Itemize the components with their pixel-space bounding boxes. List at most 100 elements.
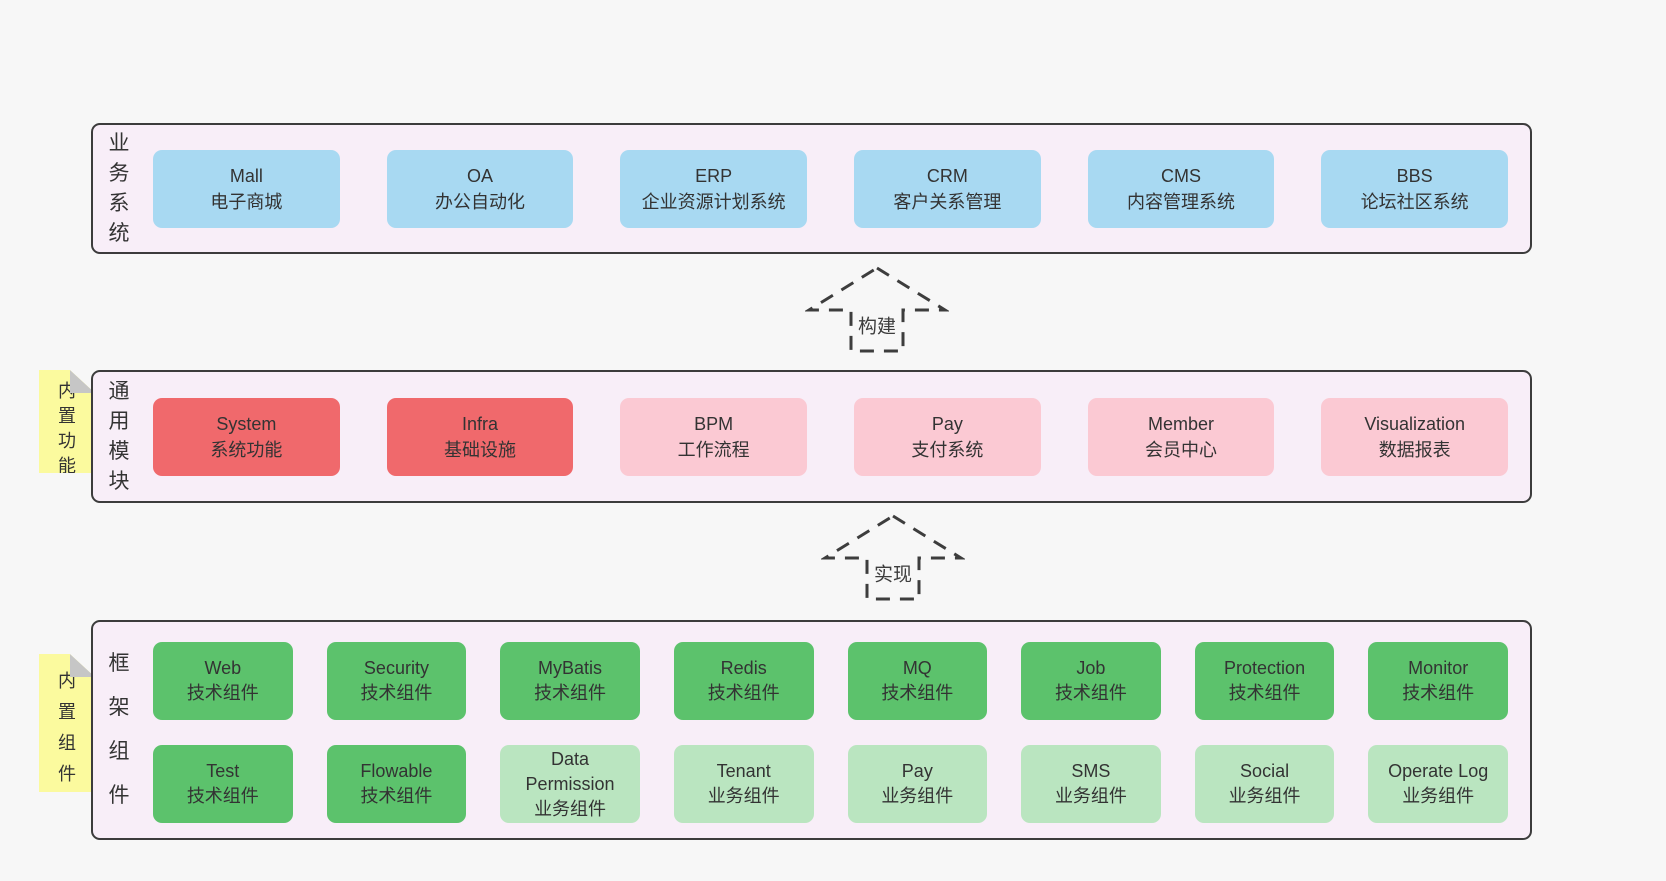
node-label-zh: 基础设施 [444, 439, 516, 460]
node-label-zh: 业务组件 [534, 798, 607, 819]
node-label-zh: 支付系统 [911, 439, 984, 460]
node-operate-log: Operate Log 业务组件 [1368, 745, 1508, 823]
node-oa: OA 办公自动化 [386, 149, 574, 228]
note-text: 内置功能 [58, 380, 76, 476]
node-label-en: Security [363, 658, 429, 678]
node-web: Web 技术组件 [153, 642, 293, 720]
band-business-systems: 业务系统 Mall 电子商城 OA 办公自动化 ERP 企业资源计划系统 CRM… [91, 123, 1532, 254]
node-security: Security 技术组件 [326, 642, 467, 720]
node-label-zh: 技术组件 [1054, 683, 1127, 703]
node-label-zh: 业务组件 [881, 786, 954, 806]
note-text: 内置组件 [58, 671, 76, 784]
node-label-en: OA [467, 165, 494, 186]
node-label-en: Pay [931, 413, 963, 434]
node-label-en: System [216, 413, 277, 434]
node-label-zh: 会员中心 [1145, 439, 1218, 460]
node-label-en: Mall [229, 165, 263, 186]
node-pay-component: Pay 业务组件 [847, 745, 988, 823]
note-built-in-components: 内置组件 [39, 654, 95, 792]
node-label-zh: 技术组件 [1402, 683, 1475, 703]
node-mybatis: MyBatis 技术组件 [500, 642, 640, 720]
node-monitor: Monitor 技术组件 [1368, 642, 1508, 720]
arrow-label-implement: 实现 [869, 558, 917, 588]
node-protection: Protection 技术组件 [1194, 642, 1335, 720]
node-label-zh: 技术组件 [881, 683, 954, 703]
node-label-en: Test [206, 761, 240, 781]
node-label-en: Job [1076, 658, 1106, 678]
node-member: Member 会员中心 [1087, 397, 1275, 476]
node-label-en: MQ [902, 658, 932, 678]
node-label-en: CMS [1161, 165, 1202, 186]
node-mall: Mall 电子商城 [153, 149, 340, 228]
node-crm: CRM 客户关系管理 [854, 149, 1041, 228]
node-flowable: Flowable 技术组件 [326, 745, 467, 823]
node-test: Test 技术组件 [153, 745, 293, 823]
node-label-zh: 电子商城 [210, 191, 283, 212]
node-mq: MQ 技术组件 [847, 642, 988, 720]
note-built-in-features: 内置功能 [39, 370, 95, 473]
node-label-zh: 技术组件 [360, 786, 433, 806]
node-label-en: Protection [1224, 658, 1306, 678]
node-job: Job 技术组件 [1021, 642, 1161, 720]
node-label-en: Tenant [716, 761, 771, 781]
node-bpm: BPM 工作流程 [620, 397, 808, 476]
node-label-en: MyBatis [538, 658, 603, 678]
node-label-zh: 系统功能 [210, 439, 283, 460]
node-label-zh: 数据报表 [1378, 439, 1451, 460]
node-label-en: Social [1240, 761, 1290, 781]
node-erp: ERP 企业资源计划系统 [620, 149, 808, 228]
node-label-zh: 业务组件 [1402, 786, 1475, 806]
arrow-label-build: 构建 [853, 310, 901, 340]
node-label-en: Operate Log [1388, 761, 1489, 781]
node-redis: Redis 技术组件 [673, 642, 814, 720]
band-label-modules: 通用模块 [108, 379, 130, 493]
node-label-en: SMS [1071, 761, 1111, 781]
up-arrow-implement: 实现 [821, 512, 965, 602]
arrow-outline [805, 266, 949, 353]
node-tenant: Tenant 业务组件 [673, 745, 814, 823]
framework-node-grid: Web 技术组件 Security 技术组件 MyBatis 技术组件 Redi… [153, 642, 1508, 823]
node-system: System 系统功能 [153, 397, 340, 476]
node-label-zh: 工作流程 [677, 439, 750, 460]
node-label-en: Web [204, 658, 242, 678]
node-label-en: CRM [926, 165, 968, 186]
node-visualization: Visualization 数据报表 [1321, 397, 1509, 476]
node-label-zh: 办公自动化 [435, 191, 525, 212]
node-label-zh: 技术组件 [534, 683, 607, 703]
node-label-zh: 技术组件 [1228, 683, 1301, 703]
node-label-zh: 技术组件 [360, 683, 433, 703]
node-label-en: BBS [1396, 165, 1433, 186]
node-social: Social 业务组件 [1194, 745, 1335, 823]
band-framework-components: 框架组件 Web 技术组件 Security 技术组件 MyBatis 技术组件… [91, 620, 1532, 840]
band-common-modules: 通用模块 System 系统功能 Infra 基础设施 BPM 工作流程 Pay… [91, 370, 1532, 503]
node-label-en: Redis [720, 658, 767, 678]
node-label-zh: 企业资源计划系统 [641, 191, 786, 212]
node-pay-module: Pay 支付系统 [854, 397, 1041, 476]
business-node-row: Mall 电子商城 OA 办公自动化 ERP 企业资源计划系统 CRM 客户关系… [153, 125, 1509, 252]
node-label-en: Visualization [1364, 413, 1466, 434]
node-label-en: ERP [695, 165, 733, 186]
node-bbs: BBS 论坛社区系统 [1321, 149, 1509, 228]
node-label-zh: 技术组件 [186, 786, 259, 806]
node-label-zh: 论坛社区系统 [1360, 191, 1469, 212]
node-label-zh: 客户关系管理 [893, 191, 1002, 212]
node-label-zh: 技术组件 [186, 683, 259, 703]
node-label-en: Monitor [1408, 658, 1469, 678]
up-arrow-icon [821, 514, 965, 601]
node-label-zh: 业务组件 [707, 786, 780, 806]
node-label-en: BPM [694, 413, 734, 434]
arrow-outline [821, 514, 965, 601]
up-arrow-icon [805, 266, 949, 353]
node-label-en: Infra [461, 413, 499, 434]
node-data-permission: Data Permission 业务组件 [500, 745, 640, 823]
node-label-zh: 技术组件 [707, 683, 780, 703]
node-label-zh: 内容管理系统 [1127, 191, 1236, 212]
band-label-business: 业务系统 [108, 131, 130, 245]
node-label-en: Pay [901, 761, 933, 781]
node-label-zh: 业务组件 [1228, 786, 1301, 806]
modules-node-row: System 系统功能 Infra 基础设施 BPM 工作流程 Pay 支付系统… [153, 372, 1509, 501]
node-label-en: Flowable [360, 761, 433, 781]
node-sms: SMS 业务组件 [1021, 745, 1161, 823]
node-label-en: Data Permission [525, 748, 615, 794]
